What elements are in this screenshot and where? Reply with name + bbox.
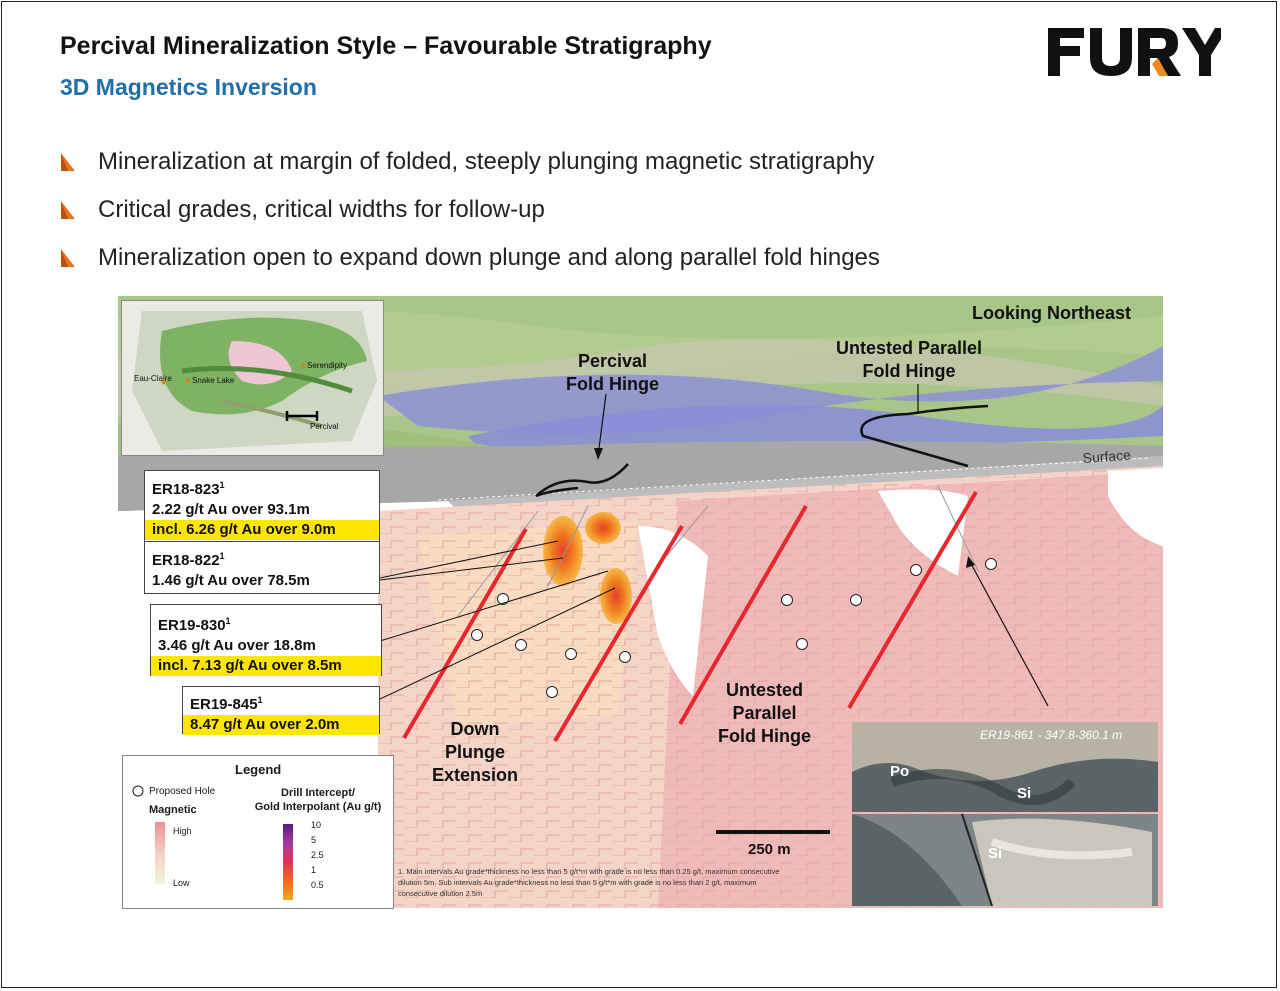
percival-hinge-label: Percival Fold Hinge <box>566 350 659 396</box>
inset-location-map: Eau-Claire Snake Lake Serendipity Perciv… <box>121 300 384 456</box>
star-icon: ★ <box>160 378 167 387</box>
page-title: Percival Mineralization Style – Favourab… <box>60 32 712 60</box>
hole-id: ER19-8301 <box>158 616 231 634</box>
label-line: Fold Hinge <box>862 361 956 381</box>
photo-label-si: Si <box>1017 785 1031 802</box>
label-line: Untested Parallel <box>836 338 983 358</box>
place-snake-lake: Snake Lake <box>192 376 235 385</box>
photo-caption: ER19-861 - 347.8-360.1 m <box>980 728 1122 742</box>
photo-label-si-lower: Si <box>988 845 1002 862</box>
place-eau-claire: Eau-Claire <box>134 374 172 383</box>
label-line: Drill Intercept/ <box>281 787 355 799</box>
footnote: 1. Main intervals Au grade*thickness no … <box>398 867 780 898</box>
intercept-highlight: incl. 7.13 g/t Au over 8.5m <box>151 656 381 676</box>
callout-er19-830: ER19-8301 3.46 g/t Au over 18.8m incl. 7… <box>150 604 382 676</box>
legend-low-label: Low <box>173 878 190 888</box>
label-line: Extension <box>432 765 519 785</box>
bullet-text: Critical grades, critical widths for fol… <box>98 196 545 223</box>
intercept-highlight: 8.47 g/t Au over 2.0m <box>183 715 379 735</box>
fury-logo <box>1048 28 1221 76</box>
legend-drill-title: Drill Intercept/ Gold Interpolant (Au g/… <box>243 786 393 814</box>
callout-er18-822: ER18-8221 1.46 g/t Au over 78.5m <box>144 542 380 594</box>
bullet-triangle-icon <box>61 249 75 267</box>
scale-value: 0.5 <box>311 880 324 890</box>
star-icon: ★ <box>184 376 191 385</box>
label-line: Fold Hinge <box>718 726 811 746</box>
scale-value: 10 <box>311 820 322 830</box>
star-icon: ★ <box>300 361 307 370</box>
core-photo: ER19-861 - 347.8-360.1 m Po Si Si <box>852 722 1158 906</box>
scale-value: 5 <box>311 835 317 845</box>
intercept-text: 3.46 g/t Au over 18.8m <box>158 637 316 654</box>
bullet-list: Mineralization at margin of folded, stee… <box>60 138 880 282</box>
magnetic-colour-ramp <box>155 822 165 884</box>
gold-scale-values: 10 5 2.5 1 0.5 <box>311 818 324 893</box>
label-line: Parallel <box>732 703 797 723</box>
label-line: Plunge <box>445 742 506 762</box>
scale-value: 2.5 <box>311 850 324 860</box>
down-plunge-label: Down Plunge Extension <box>432 718 518 787</box>
intercept-highlight: incl. 6.26 g/t Au over 9.0m <box>145 520 379 540</box>
bullet-item: Mineralization at margin of folded, stee… <box>60 138 880 186</box>
callout-er18-823: ER18-8231 2.22 g/t Au over 93.1m incl. 6… <box>144 470 380 542</box>
untested-hinge-top-label: Untested Parallel Fold Hinge <box>836 337 982 383</box>
bullet-item: Critical grades, critical widths for fol… <box>60 186 880 234</box>
label-line: Down <box>450 719 500 739</box>
label-line: Fold Hinge <box>566 374 659 394</box>
proposed-hole-icon <box>132 785 144 797</box>
untested-hinge-bottom-label: Untested Parallel Fold Hinge <box>718 679 811 748</box>
place-percival: Percival <box>310 422 339 431</box>
intercept-text: 1.46 g/t Au over 78.5m <box>152 572 310 589</box>
legend-high-label: High <box>173 826 192 836</box>
label-line: Untested <box>725 680 803 700</box>
legend-box: Legend Proposed Hole Magnetic High Low D… <box>122 755 394 909</box>
hole-id: ER18-8221 <box>152 551 225 569</box>
page-subtitle: 3D Magnetics Inversion <box>60 74 317 100</box>
intercept-text: 2.22 g/t Au over 93.1m <box>152 501 310 518</box>
bullet-text: Mineralization open to expand down plung… <box>98 244 880 271</box>
surface-label: Surface <box>1082 447 1131 466</box>
scale-value: 1 <box>311 865 317 875</box>
place-serendipity: Serendipity <box>307 361 347 370</box>
photo-label-po: Po <box>890 763 909 780</box>
scale-bar-label: 250 m <box>748 841 791 858</box>
bullet-text: Mineralization at margin of folded, stee… <box>98 148 875 175</box>
gold-colour-ramp <box>283 824 293 900</box>
legend-proposed-label: Proposed Hole <box>149 786 216 797</box>
bullet-item: Mineralization open to expand down plung… <box>60 234 880 282</box>
label-line: Percival <box>577 351 648 371</box>
callout-er19-845: ER19-8451 8.47 g/t Au over 2.0m <box>182 686 380 735</box>
label-line: Gold Interpolant (Au g/t) <box>254 801 382 813</box>
bullet-triangle-icon <box>61 153 75 171</box>
legend-title: Legend <box>235 762 282 777</box>
view-direction-label: Looking Northeast <box>972 303 1132 323</box>
hole-id: ER18-8231 <box>152 480 225 498</box>
bullet-triangle-icon <box>61 201 75 219</box>
hole-id: ER19-8451 <box>190 695 263 713</box>
legend-magnetic-label: Magnetic <box>149 804 197 816</box>
